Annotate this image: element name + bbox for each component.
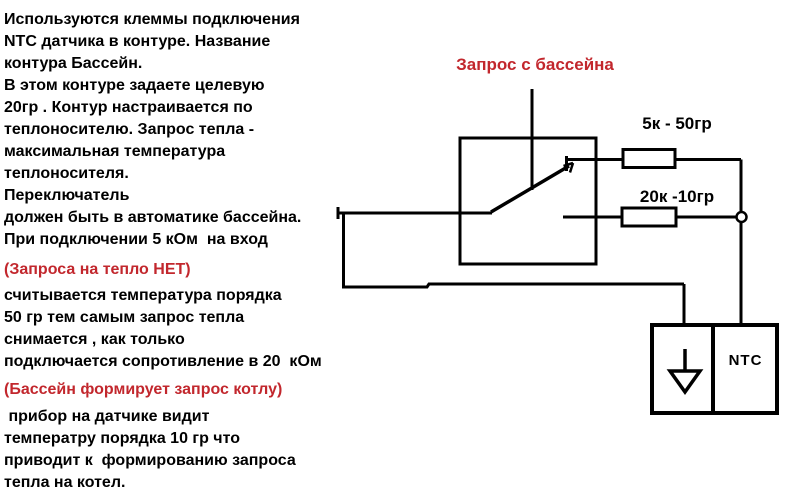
junction-node	[735, 210, 748, 224]
note-line: контура Бассейн.	[4, 55, 143, 72]
pool-request-title: Запрос с бассейна	[456, 55, 614, 74]
resistor-20k-label: 20к -10гр	[639, 187, 715, 206]
note-red-no-heat-request: (Запроса на тепло НЕТ)	[4, 261, 191, 278]
switch-box	[458, 136, 598, 266]
note-line: В этом контуре задаете целевую	[4, 77, 265, 94]
resistor-5k-label: 5к - 50гр	[642, 114, 712, 133]
note-line: снимается , как только	[4, 331, 185, 348]
resistor-20k	[620, 206, 678, 228]
note-line: максимальная температура	[4, 143, 226, 160]
note-line: тепла на котел.	[4, 474, 126, 491]
note-line: NTC датчика в контуре. Название	[4, 33, 271, 50]
bottom-return-wire	[342, 282, 684, 289]
note-line: 50 гр тем самым запрос тепла	[4, 309, 245, 326]
switch-arrowhead	[568, 162, 575, 173]
note-line: Используются клеммы подключения	[4, 11, 300, 28]
note-line: температру порядка 10 гр что	[4, 430, 240, 447]
ntc-terminal-box	[711, 323, 779, 415]
explanation-text: Используются клеммы подключения NTC датч…	[4, 9, 376, 494]
note-line: должен быть в автоматике бассейна.	[4, 209, 302, 226]
note-line: считывается температура порядка	[4, 287, 282, 304]
ntc-label: NTC	[728, 352, 763, 369]
note-line: При подключении 5 кОм на вход	[4, 231, 268, 248]
note-line: Переключатель	[4, 187, 130, 204]
note-line: подключается сопротивление в 20 кОм	[4, 353, 322, 370]
note-line: 20гр . Контур настраивается по	[4, 99, 253, 116]
ground-terminal-box	[650, 323, 715, 415]
ground-icon	[666, 369, 704, 396]
note-line: теплоносителя.	[4, 165, 129, 182]
resistor-5k	[621, 148, 677, 169]
note-line: теплоносителю. Запрос тепла -	[4, 121, 255, 138]
switch-arm	[490, 164, 570, 214]
note-line: приводит к формированию запроса	[4, 452, 296, 469]
note-red-pool-requests-boiler: (Бассейн формирует запрос котлу)	[4, 381, 283, 398]
note-line: прибор на датчике видит	[4, 408, 210, 425]
